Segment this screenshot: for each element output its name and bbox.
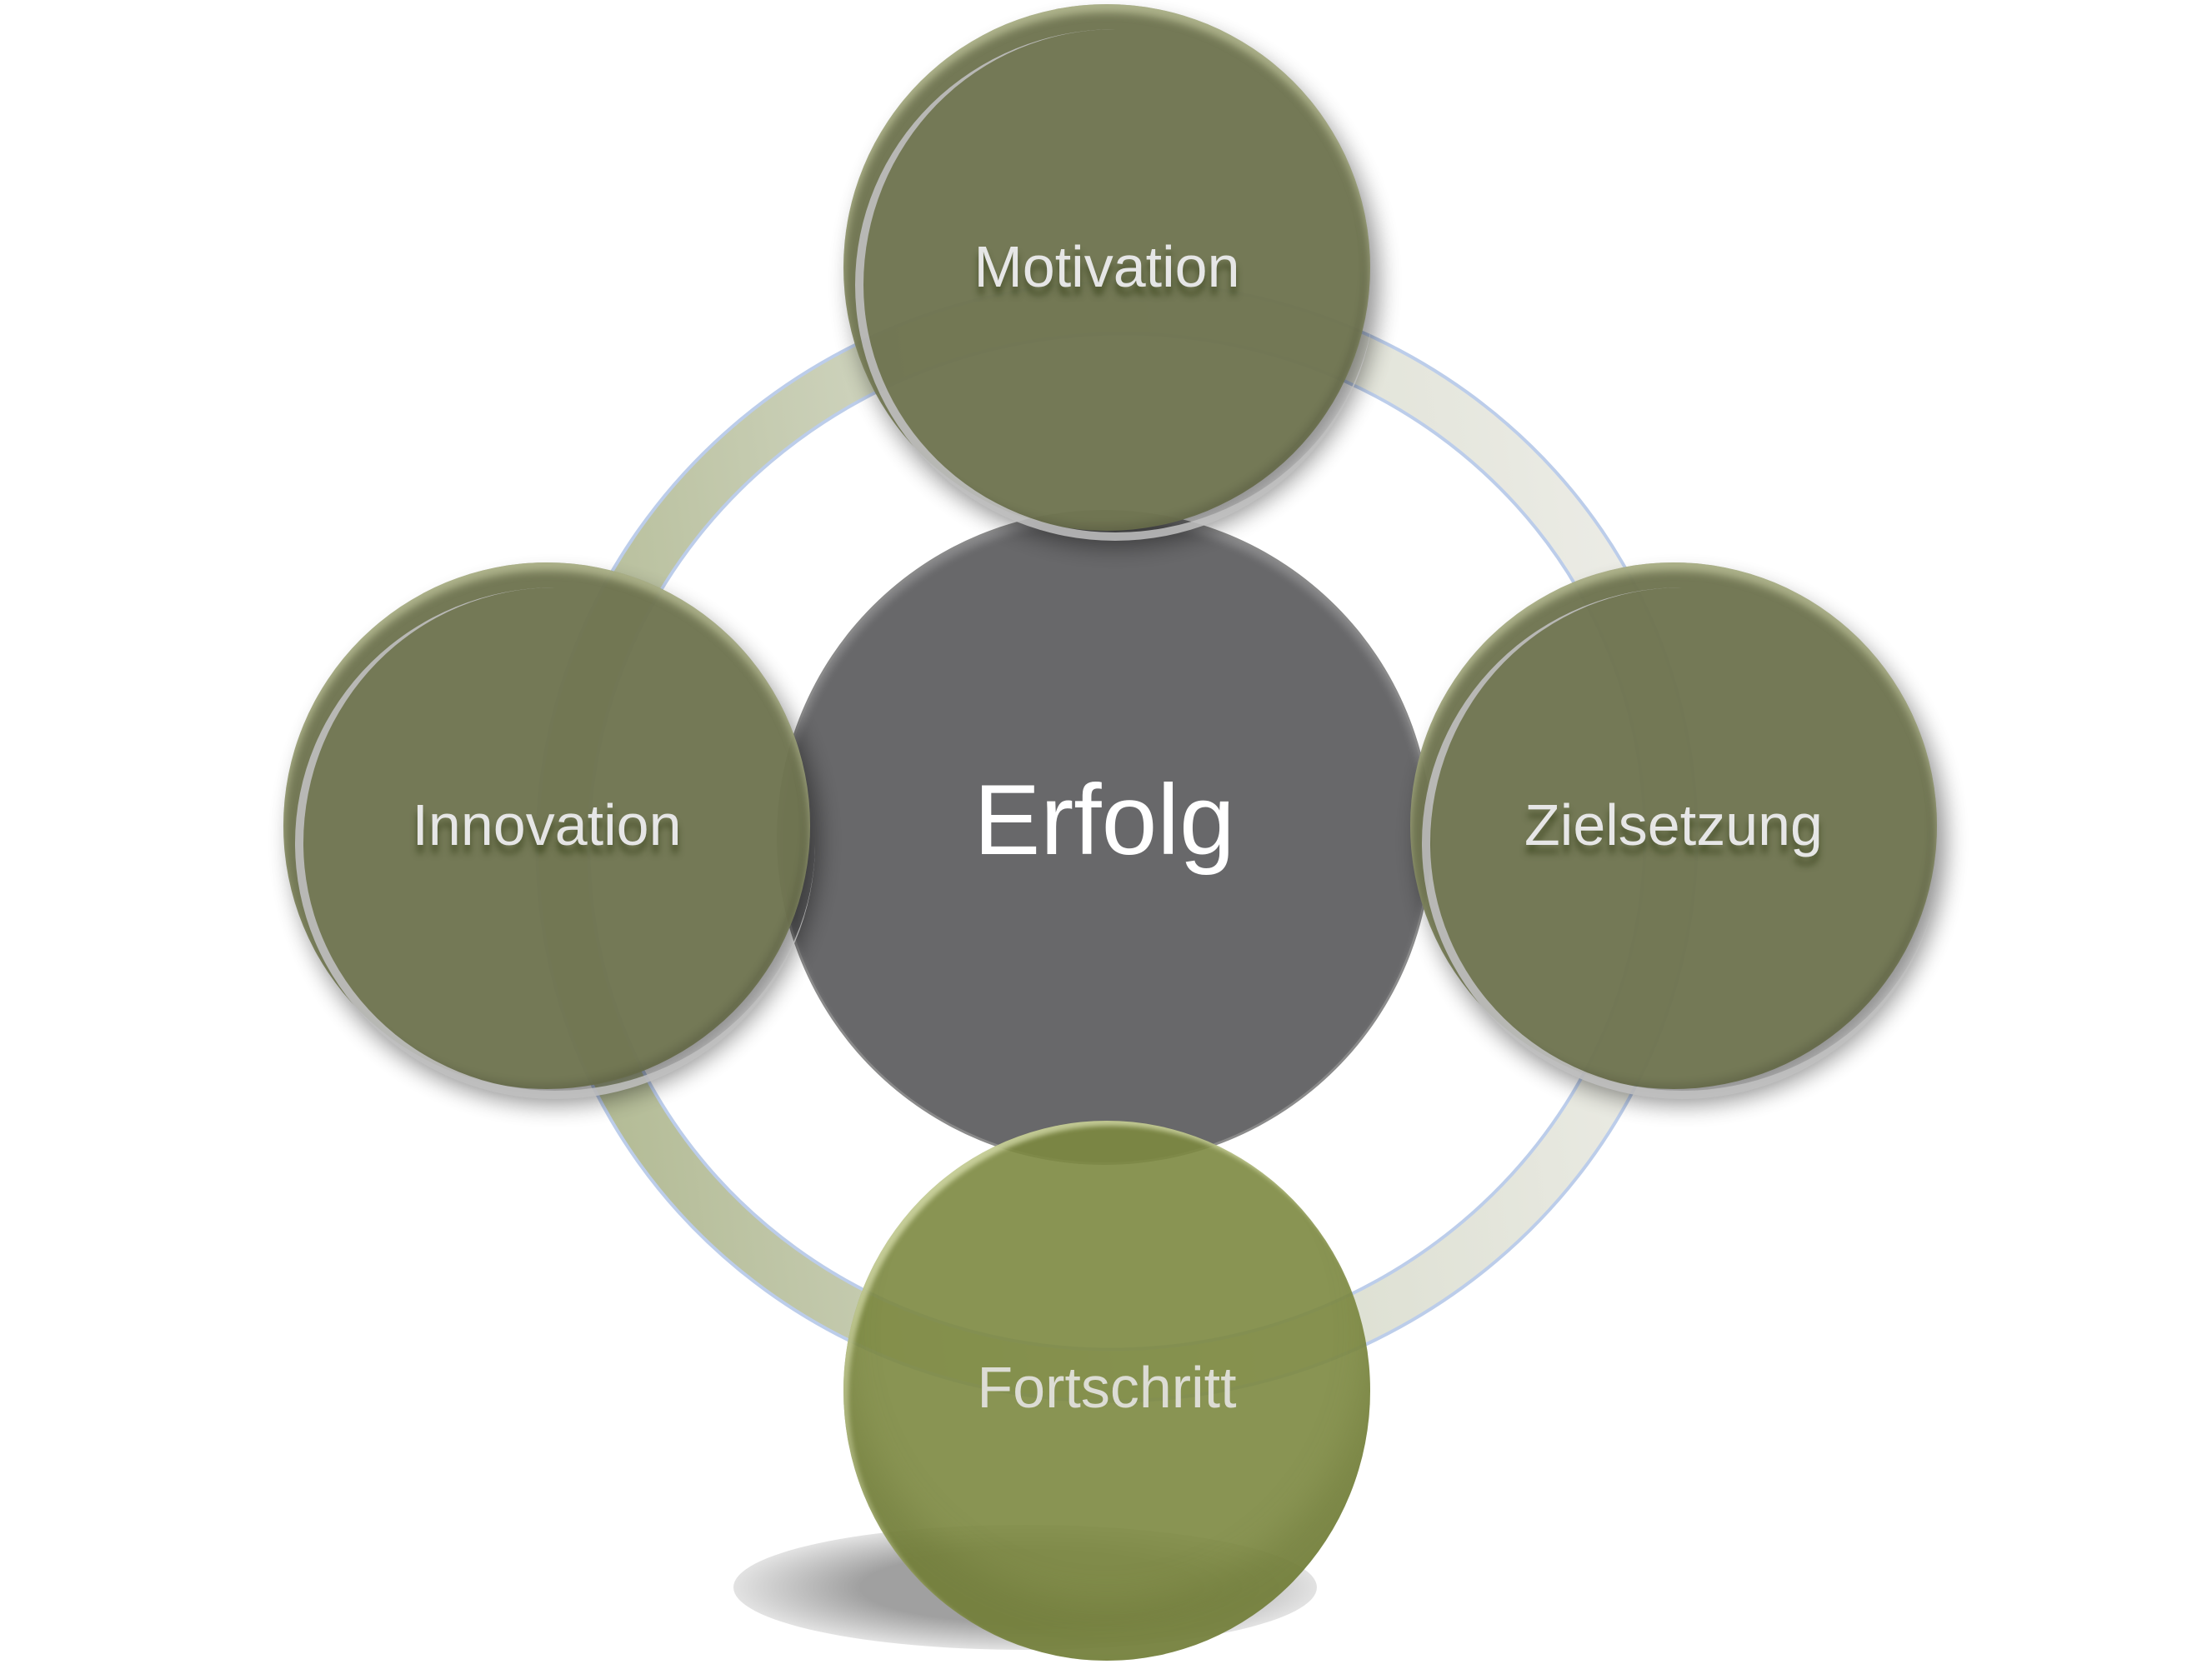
node-fortschritt[interactable]: Fortschritt (843, 1121, 1370, 1661)
center-label: Erfolg (973, 764, 1235, 876)
node-label-zielsetzung: Zielsetzung (1524, 792, 1823, 857)
center-node-erfolg[interactable]: Erfolg (776, 511, 1434, 1169)
node-zielsetzung[interactable]: Zielsetzung (1410, 562, 1942, 1099)
node-motivation[interactable]: Motivation (843, 4, 1375, 541)
node-label-innovation: Innovation (412, 792, 682, 857)
node-label-motivation: Motivation (973, 234, 1240, 299)
node-innovation[interactable]: Innovation (283, 562, 815, 1099)
node-label-fortschritt: Fortschritt (977, 1355, 1237, 1420)
